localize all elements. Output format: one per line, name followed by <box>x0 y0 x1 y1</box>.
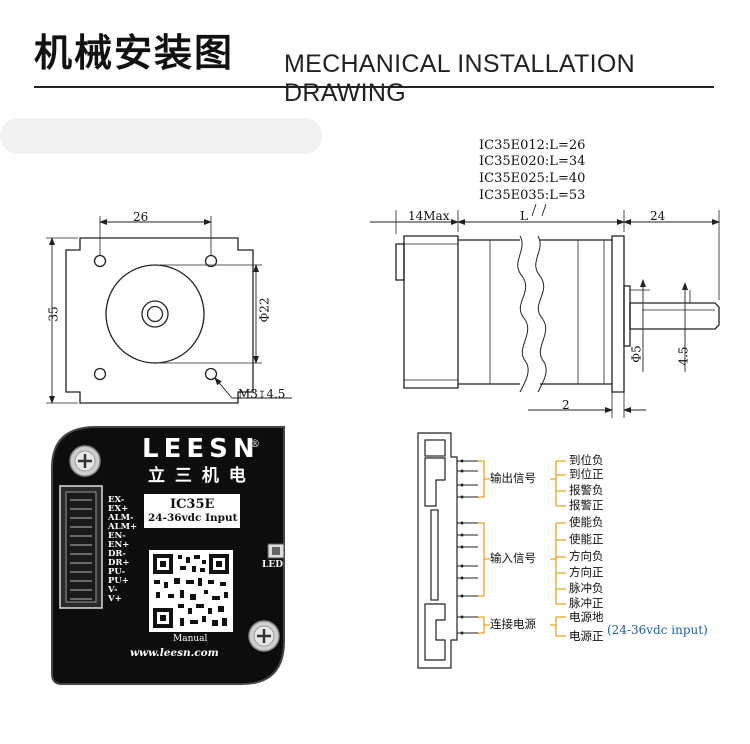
boss-circle <box>105 264 205 364</box>
side-connector <box>395 243 405 281</box>
shaft-outer <box>141 300 169 328</box>
motor-face-outline <box>65 237 254 404</box>
shaft-inner <box>146 305 164 323</box>
dim-24-label: 24 <box>650 209 666 223</box>
signal-7: 方向负 <box>569 549 604 563</box>
qr-code <box>149 550 233 632</box>
group-brackets <box>478 460 566 637</box>
motor-body-right <box>540 239 612 385</box>
pin-dr-minus: DR- <box>108 549 126 559</box>
signal-2: 到位正 <box>569 467 604 481</box>
dim-screw-label: M3↧4.5 <box>238 387 286 401</box>
registered-mark: ® <box>250 439 260 450</box>
pin-alm-plus: ALM+ <box>108 522 138 532</box>
group-output-signal: 输出信号 <box>490 471 536 485</box>
mount-hole-br <box>204 367 218 381</box>
pin-ex-plus: EX+ <box>108 504 129 514</box>
dim-2-label: 2 <box>562 398 570 412</box>
dim-26-label: 26 <box>133 210 149 224</box>
group-input-signal: 输入信号 <box>490 551 536 565</box>
website-label: www.leesn.com <box>130 647 219 659</box>
signal-1: 到位负 <box>569 453 604 467</box>
screw-br <box>248 620 280 652</box>
pin-ex-minus: EX- <box>108 495 125 505</box>
screw-thread: M3 <box>238 387 258 401</box>
model-spec-3: IC35E025:L=40 <box>479 171 586 186</box>
side-view <box>370 203 720 418</box>
brand-logo: LEESN <box>142 434 260 464</box>
boss <box>623 285 631 347</box>
dim-L-label: L <box>520 209 528 223</box>
faded-banner <box>0 118 322 154</box>
manual-label: Manual <box>173 634 208 644</box>
front-flange <box>611 235 625 393</box>
front-view <box>46 216 292 404</box>
model-plate <box>144 494 240 528</box>
dim-35-label: 35 <box>46 306 61 322</box>
signal-6: 使能正 <box>569 532 604 546</box>
pin-pu-plus: PU+ <box>108 576 129 586</box>
dim-4-5-label: 4.5 <box>676 346 691 366</box>
wiring-diagram <box>417 432 566 669</box>
model-spec-4: IC35E035:L=53 <box>479 188 586 203</box>
driver-board <box>51 426 285 685</box>
terminal-block <box>417 432 458 669</box>
mount-hole-tr <box>204 254 218 268</box>
signal-12: 电源正 <box>569 629 604 643</box>
voltage-label: 24-36vdc Input <box>148 512 238 524</box>
model-spec-2: IC35E020:L=34 <box>479 154 586 169</box>
led-label: LED <box>262 560 283 570</box>
model-spec-1: IC35E012:L=26 <box>479 138 586 153</box>
pin-pu-minus: PU- <box>108 567 126 577</box>
model-name: IC35E <box>170 497 215 512</box>
break-line <box>517 235 529 393</box>
pin-en-plus: EN+ <box>108 540 130 550</box>
page-title-en: MECHANICAL INSTALLATION DRAWING <box>284 50 635 107</box>
page-title-cn: 机械安装图 <box>34 31 235 75</box>
signal-9: 脉冲负 <box>569 581 604 595</box>
dim-phi22-label: Φ22 <box>257 297 272 323</box>
power-input-note: (24-36vdc input) <box>607 623 708 637</box>
screw-depth: 4.5 <box>266 387 286 401</box>
shaft <box>629 302 720 330</box>
mount-hole-bl <box>93 367 107 381</box>
signal-11: 电源地 <box>569 610 604 624</box>
dim-phi5-label: Φ5 <box>629 345 644 363</box>
group-power: 连接电源 <box>490 617 536 631</box>
pin-dr-plus: DR+ <box>108 558 130 568</box>
screw-leader <box>214 377 233 399</box>
screw-tl <box>69 445 101 477</box>
mount-hole-tl <box>93 254 107 268</box>
signal-3: 报警负 <box>569 483 604 497</box>
signal-5: 使能负 <box>569 515 604 529</box>
pin-alm-minus: ALM- <box>108 513 134 523</box>
title-rule <box>34 86 714 88</box>
brand-cn: 立 三 机 电 <box>148 466 248 486</box>
signal-10: 脉冲正 <box>569 596 604 610</box>
signal-4: 报警正 <box>569 498 604 512</box>
pin-v-plus: V+ <box>108 594 122 604</box>
pin-v-minus: V- <box>108 585 118 595</box>
motor-body-left <box>458 239 520 385</box>
signal-8: 方向正 <box>569 565 604 579</box>
rear-cap <box>403 235 459 389</box>
pin-en-minus: EN- <box>108 531 126 541</box>
dim-14max-label: 14Max <box>408 209 450 223</box>
